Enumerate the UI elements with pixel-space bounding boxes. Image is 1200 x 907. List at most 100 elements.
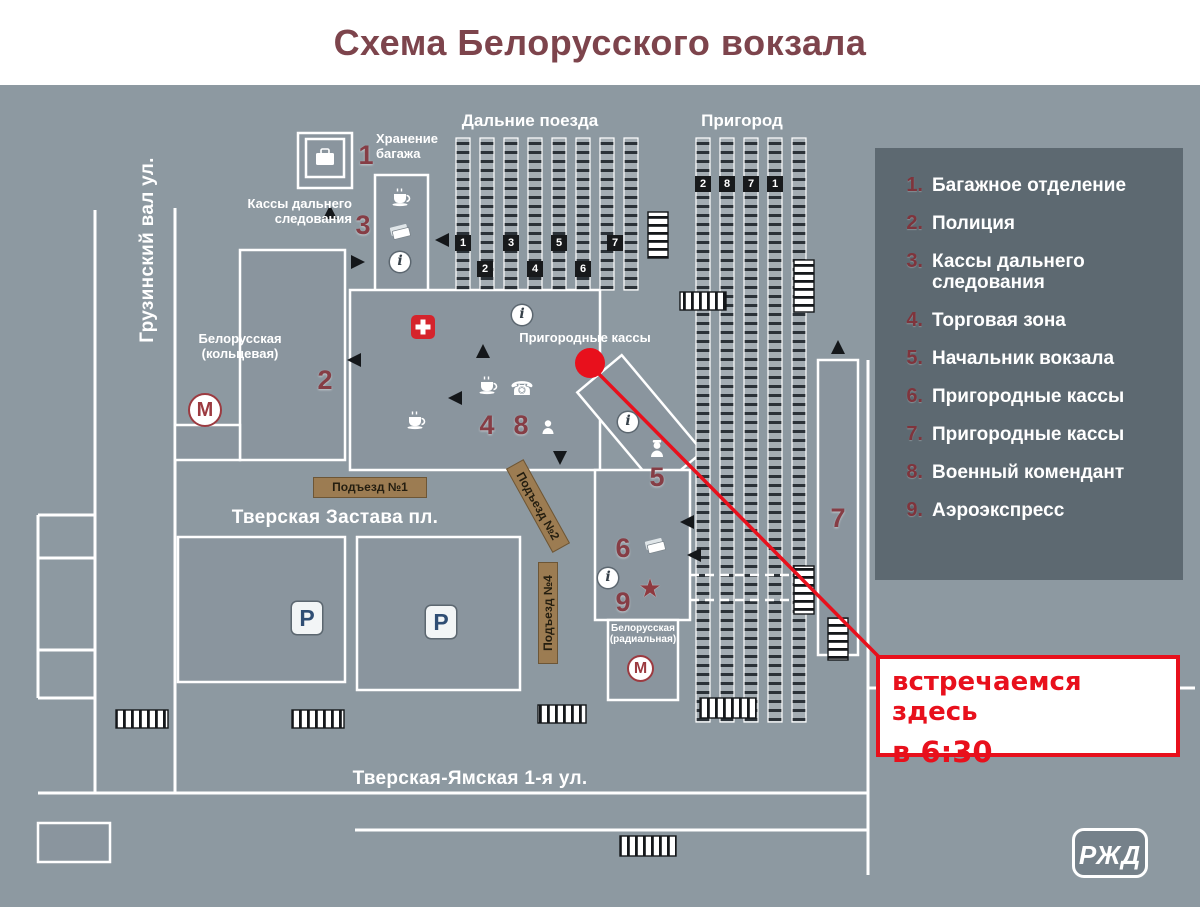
stairs-icon bbox=[647, 211, 669, 259]
building-police bbox=[238, 248, 347, 462]
legend-panel: 1.Багажное отделение 2. Полиция 3. Кассы д… bbox=[875, 148, 1183, 580]
legend-num: 9. bbox=[906, 498, 923, 521]
legend-label: Полиция bbox=[932, 213, 1015, 234]
stairs-icon bbox=[699, 697, 757, 719]
platform-number: 5 bbox=[551, 235, 567, 251]
label-metro-radial: Белорусская (радиальная) bbox=[609, 623, 677, 646]
map-number-3: 3 bbox=[355, 210, 371, 240]
legend-label: Торговая зона bbox=[932, 309, 1066, 331]
legend-item-7: 7. Пригородные кассы bbox=[895, 423, 1169, 446]
luggage-icon-plate bbox=[304, 137, 346, 179]
legend-item-1: 1.Багажное отделение bbox=[895, 174, 1169, 197]
legend-num: 5. bbox=[906, 346, 923, 369]
legend-label: Военный комендант bbox=[932, 461, 1125, 483]
map-number-8: 8 bbox=[513, 410, 529, 440]
map-number-7: 7 bbox=[830, 503, 846, 533]
platform-number: 1 bbox=[767, 176, 783, 192]
legend-num: 3. bbox=[906, 250, 923, 272]
station-map: Дальние поезда Пригород Грузинский вал у… bbox=[0, 85, 1200, 907]
street-label-left: Грузинский вал ул. bbox=[137, 157, 158, 343]
annotation-line-1: встречаемся здесь bbox=[892, 667, 1082, 727]
info-icon: i bbox=[512, 305, 532, 325]
legend-num: 4. bbox=[906, 308, 923, 331]
legend-item-6: 6. Пригородные кассы bbox=[895, 385, 1169, 408]
map-number-9: 9 bbox=[615, 587, 631, 617]
building-police-wing bbox=[173, 423, 242, 462]
info-icon: i bbox=[618, 412, 638, 432]
meeting-annotation: встречаемся здесь в 6:30 bbox=[876, 655, 1180, 769]
label-metro-ring: Белорусская (кольцевая) bbox=[198, 331, 282, 361]
map-number-2: 2 bbox=[317, 365, 333, 395]
title-bar: Схема Белорусского вокзала bbox=[0, 0, 1200, 85]
info-icon: i bbox=[390, 252, 410, 272]
map-number-6: 6 bbox=[615, 533, 631, 563]
rzd-logo: РЖД bbox=[1072, 828, 1148, 878]
platform-number: 7 bbox=[743, 176, 759, 192]
street-label-bottom: Тверская-Ямская 1-я ул. bbox=[352, 768, 588, 789]
label-ld-tickets: Кассы дальнего следования bbox=[247, 196, 353, 226]
legend-item-2: 2. Полиция bbox=[895, 212, 1169, 235]
tracks-long-distance bbox=[455, 137, 639, 291]
platform-number: 1 bbox=[455, 235, 471, 251]
legend-label: Пригородные кассы bbox=[932, 423, 1125, 445]
stairs-icon bbox=[537, 704, 587, 724]
metro-ring-icon: М bbox=[188, 393, 222, 427]
entrance-4-badge: Подъезд №4 bbox=[538, 562, 558, 664]
platform-number: 6 bbox=[575, 261, 591, 277]
legend-item-4: 4. Торговая зона bbox=[895, 309, 1169, 332]
parking-icon: P bbox=[292, 602, 322, 634]
platform-number: 3 bbox=[503, 235, 519, 251]
legend-num: 6. bbox=[906, 384, 923, 407]
arrow-icon bbox=[553, 451, 567, 465]
arrow-icon bbox=[435, 233, 449, 247]
platform-number: 7 bbox=[607, 235, 623, 251]
arrow-icon bbox=[347, 353, 361, 367]
arrow-icon bbox=[351, 255, 365, 269]
stairs-icon bbox=[291, 709, 345, 729]
arrow-icon bbox=[831, 340, 845, 354]
legend-label: Аэроэкспресс bbox=[932, 499, 1065, 521]
pictograms bbox=[315, 148, 667, 555]
map-number-5: 5 bbox=[649, 462, 665, 492]
building-southwest bbox=[36, 821, 112, 864]
tracks-suburban bbox=[695, 137, 807, 723]
arrow-icon bbox=[476, 344, 490, 358]
legend-item-5: 5. Начальник вокзала bbox=[895, 347, 1169, 370]
legend-num: 2. bbox=[906, 212, 923, 234]
legend-num: 1. bbox=[906, 174, 923, 196]
legend-item-8: 8. Военный комендант bbox=[895, 461, 1169, 484]
legend-label: Начальник вокзала bbox=[932, 347, 1115, 369]
page-title: Схема Белорусского вокзала bbox=[333, 21, 867, 63]
map-number-4: 4 bbox=[479, 410, 495, 440]
platform-number: 8 bbox=[719, 176, 735, 192]
parking-icon: P bbox=[426, 606, 456, 638]
aeroexpress-star-icon: ★ bbox=[638, 573, 662, 603]
platform-number: 2 bbox=[695, 176, 711, 192]
legend-num: 8. bbox=[906, 460, 923, 483]
label-suburban-tickets: Пригородные кассы bbox=[519, 330, 651, 345]
legend-item-9: 9. Аэроэкспресс bbox=[895, 499, 1169, 522]
legend-label: Кассы дальнего следования bbox=[932, 251, 1085, 294]
building-main-terminal bbox=[348, 288, 602, 472]
stairs-icon bbox=[679, 291, 727, 311]
stairs-icon bbox=[827, 617, 849, 661]
map-number-1: 1 bbox=[358, 140, 374, 170]
stairs-icon bbox=[793, 259, 815, 313]
stairs-icon bbox=[115, 709, 169, 729]
metro-radial-icon: М bbox=[627, 655, 654, 682]
stairs-icon bbox=[793, 565, 815, 615]
area-label-long-distance: Дальние поезда bbox=[461, 111, 599, 130]
entrance-1-badge: Подъезд №1 bbox=[313, 477, 427, 498]
annotation-line-2: в 6:30 bbox=[892, 735, 993, 769]
label-luggage: Хранение багажа bbox=[376, 131, 438, 161]
arrow-icon bbox=[448, 391, 462, 405]
legend-label: Пригородные кассы bbox=[932, 385, 1125, 407]
stairs-icon bbox=[619, 835, 677, 857]
area-label-suburban: Пригород bbox=[701, 111, 783, 130]
platform-number: 4 bbox=[527, 261, 543, 277]
info-icon: i bbox=[598, 568, 618, 588]
legend-item-3: 3. Кассы дальнего следования bbox=[895, 250, 1169, 294]
phone-icon: ☎ bbox=[510, 379, 534, 400]
arrow-icon bbox=[323, 205, 337, 219]
legend-num: 7. bbox=[906, 422, 923, 445]
